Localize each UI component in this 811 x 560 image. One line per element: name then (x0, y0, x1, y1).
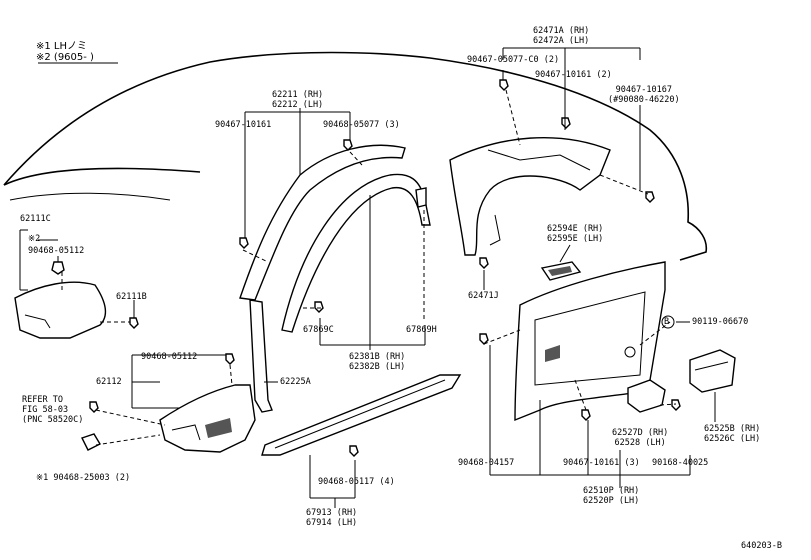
roof-line (3, 167, 201, 186)
part-label-62525b: 62525B (RH)62526C (LH) (704, 424, 761, 444)
part-label-62225a: 62225A (280, 377, 311, 387)
part-label-90468-05117: 90468-05117 (4) (318, 477, 395, 487)
part-label-62111b: 62111B (116, 292, 147, 302)
center-pillar-trim (281, 173, 431, 333)
car-body-outline (3, 51, 708, 261)
part-label-62527d: 62527D (RH)62528 (LH) (612, 428, 669, 448)
part-label-90468-05112-b: 90468-05112 (141, 352, 198, 362)
part-label-62471a: 62471A (RH)62472A (LH) (533, 26, 590, 46)
reference-circle-b (661, 315, 675, 329)
part-label-90467-10167: 90467-10167(#90080-46220) (608, 85, 680, 105)
part-label-90468-05077: 90468-05077 (3) (323, 120, 400, 130)
part-label-90467-10161-2: 90467-10161 (2) (535, 70, 612, 80)
part-label-90468-25003: ※1 90468-25003 (2) (36, 473, 131, 483)
window-line (9, 192, 171, 201)
figure-code: 640203-B (741, 541, 782, 551)
side-cover (689, 349, 736, 393)
part-label-90467-10161: 90467-10161 (215, 120, 272, 130)
mark-2: ※2 (28, 234, 41, 244)
part-label-90168-40025: 90168-40025 (652, 458, 709, 468)
part-label-90468-05112-a: 90468-05112 (28, 246, 85, 256)
leader-lines (19, 47, 716, 508)
part-label-90467-10161-3: 90467-10161 (3) (563, 458, 640, 468)
part-label-62111c: 62111C (20, 214, 51, 224)
kick-panel (159, 384, 256, 453)
part-label-62594e: 62594E (RH)62595E (LH) (547, 224, 604, 244)
clip-icon (51, 79, 681, 457)
part-label-90119-06670: 90119-06670 (692, 317, 749, 327)
front-pillar-trim (239, 144, 406, 301)
part-label-67869h: 67869H (406, 325, 437, 335)
part-label-67869c: 67869C (303, 325, 334, 335)
roof-side-rail-trim (449, 136, 611, 256)
part-label-90468-04157: 90468-04157 (458, 458, 515, 468)
note-2: ※2 (9605- ) (36, 52, 94, 63)
part-label-62211: 62211 (RH)62212 (LH) (272, 90, 324, 110)
door-opening-trim (249, 299, 273, 413)
circle-b-letter: B (664, 317, 670, 327)
cowl-side-trim (14, 281, 107, 339)
part-label-62510p: 62510P (RH)62520P (LH) (583, 486, 640, 506)
part-label-62381b: 62381B (RH)62382B (LH) (349, 352, 406, 372)
part-label-90467-05077: 90467-05077-C0 (2) (467, 55, 560, 65)
note-1: ※1 LHノミ (36, 41, 88, 52)
part-label-62471j: 62471J (468, 291, 499, 301)
part-label-67913: 67913 (RH)67914 (LH) (306, 508, 358, 528)
part-label-62112: 62112 (96, 377, 122, 387)
scuff-plate (261, 374, 462, 456)
